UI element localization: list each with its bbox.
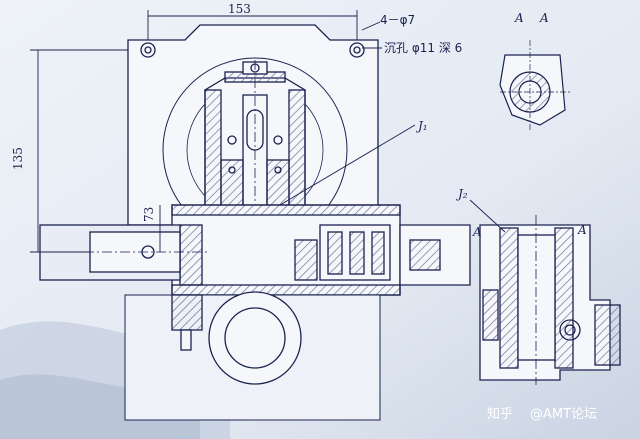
hole-note: 4－φ7 xyxy=(380,13,415,27)
j2-shaft xyxy=(517,234,556,361)
left-bearing xyxy=(179,224,203,286)
lower-circle xyxy=(208,291,302,385)
label-j1: J₁ xyxy=(415,119,428,133)
section-label-left: A xyxy=(514,11,524,25)
lower-inner-circle xyxy=(224,307,286,369)
dim-width-label: 153 xyxy=(228,2,251,16)
j2-motor-cap xyxy=(594,304,621,366)
section-label-right: A xyxy=(539,11,549,25)
bolt-d xyxy=(274,166,282,174)
main-view xyxy=(30,24,471,421)
watermark-platform: 知乎 xyxy=(487,406,513,422)
j2-side-boss xyxy=(559,319,581,341)
lower-stud xyxy=(180,329,192,351)
mounting-hole-top-left xyxy=(140,42,156,58)
bolt-c xyxy=(228,166,236,174)
input-shaft-hub xyxy=(141,245,155,259)
mounting-hole-top-right xyxy=(349,42,365,58)
gear-a xyxy=(327,231,343,275)
watermark-author: @AMT论坛 xyxy=(530,407,597,422)
mounting-hole-top-left-inner xyxy=(144,46,152,54)
leader-j2 xyxy=(469,199,506,233)
gearbox-bottom-wall xyxy=(171,284,401,296)
j2-left-flange xyxy=(482,289,499,341)
gear-b xyxy=(349,231,365,275)
bolt-a xyxy=(227,135,237,145)
j2-side-boss-inner xyxy=(564,324,576,336)
lower-flange xyxy=(171,294,203,331)
dim-offset-label: 73 xyxy=(142,207,156,222)
j2-wall-left xyxy=(499,227,519,369)
j2-wall-right xyxy=(554,227,574,369)
gear-c xyxy=(371,231,385,275)
leader-j1 xyxy=(279,124,416,206)
label-j2: J₂ xyxy=(455,187,468,201)
dimensions xyxy=(30,10,506,253)
bearing-block xyxy=(294,239,318,281)
gearbox-top-wall xyxy=(171,204,401,216)
label-a-left: A xyxy=(472,225,482,239)
dim-height-label: 135 xyxy=(11,147,25,170)
section-aa-view xyxy=(499,40,570,130)
background-wave-2 xyxy=(0,374,200,439)
leader-hole xyxy=(361,21,381,31)
mounting-hole-top-right-inner xyxy=(353,46,361,54)
connector-flange xyxy=(409,239,441,271)
bolt-b xyxy=(273,135,283,145)
counterbore-note: 沉孔 φ11 深 6 xyxy=(384,41,462,55)
section-j2-view xyxy=(479,215,621,385)
label-a-right: A xyxy=(577,223,587,237)
